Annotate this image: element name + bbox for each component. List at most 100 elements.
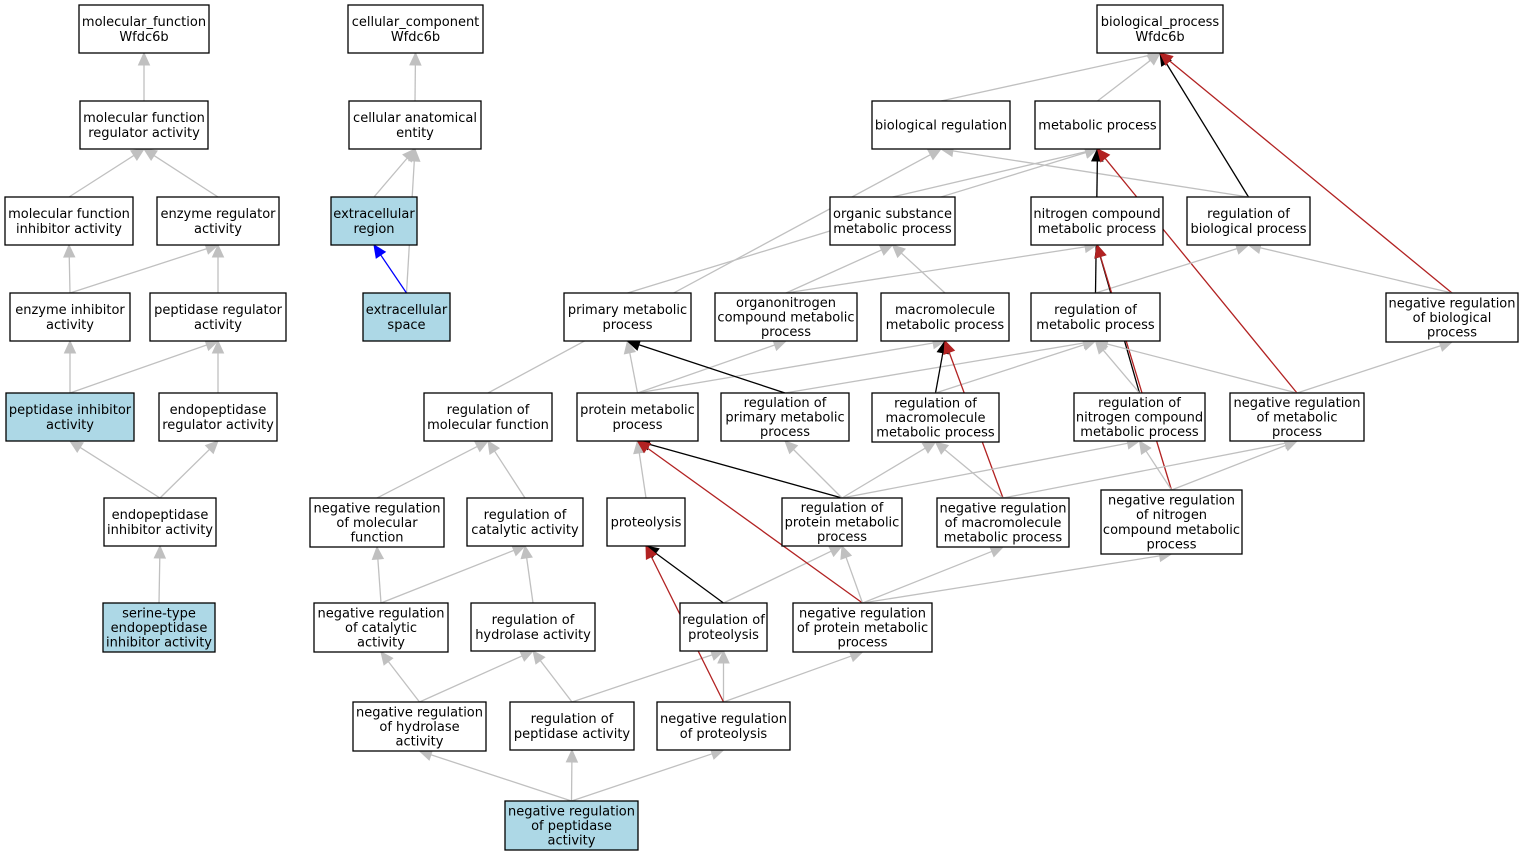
arrowhead-icon: [1096, 148, 1111, 163]
edge-era-mfra: [142, 148, 219, 198]
node-box: [792, 602, 933, 653]
edge-rncmp-rmp: [1094, 340, 1140, 394]
edge-rbp-bp: [1159, 51, 1250, 198]
arrowhead-icon: [1138, 439, 1152, 455]
node-label-line: metabolic process: [1036, 318, 1155, 333]
node-br[interactable]: biological regulation: [871, 100, 1011, 150]
edge-line: [629, 352, 639, 394]
node-label-line: protein metabolic: [785, 516, 900, 531]
edge-line: [571, 753, 713, 802]
node-label-line: metabolic process: [944, 531, 1063, 546]
edge-stepia-epia: [153, 544, 167, 604]
node-label-line: catalytic activity: [471, 523, 579, 538]
edge-line: [784, 342, 1084, 394]
node-label-line: function: [350, 531, 403, 546]
node-label-line: process: [1147, 537, 1197, 552]
node-box: [871, 100, 1011, 150]
node-label-line: biological process: [1190, 222, 1306, 237]
node-label-line: regulation of: [682, 613, 765, 628]
node-box: [348, 100, 482, 150]
edge-nrpa-nrprot: [571, 748, 725, 802]
node-prot[interactable]: proteolysis: [606, 497, 686, 547]
edge-line: [841, 447, 926, 499]
arrowhead-icon: [137, 51, 151, 66]
edge-line: [1168, 60, 1453, 294]
edge-br-bp: [940, 49, 1162, 102]
edge-line: [1095, 247, 1238, 294]
node-label-line: activity: [194, 222, 242, 237]
edges-layer: [63, 49, 1454, 802]
edge-prmp-oncmp: [637, 339, 788, 394]
edge-rprmp-rncmp: [841, 437, 1141, 499]
edge-er-cae: [373, 148, 416, 198]
node-box: [158, 392, 278, 442]
node-label-line: biological_process: [1101, 15, 1220, 30]
node-label-line: compound metabolic: [717, 311, 854, 326]
node-label-line: metabolic process: [886, 318, 1005, 333]
node-mp[interactable]: metabolic process: [1034, 100, 1161, 150]
node-box: [1229, 392, 1365, 442]
node-label-line: enzyme inhibitor: [15, 303, 125, 318]
edge-line: [79, 446, 161, 499]
node-label-line: proteolysis: [688, 628, 759, 643]
node-box: [656, 701, 791, 751]
edge-pra-era: [211, 243, 225, 293]
node-box: [79, 100, 209, 150]
edge-mmp-osmp: [891, 244, 946, 294]
node-label-line: proteolysis: [611, 516, 682, 531]
node-box: [330, 196, 418, 246]
